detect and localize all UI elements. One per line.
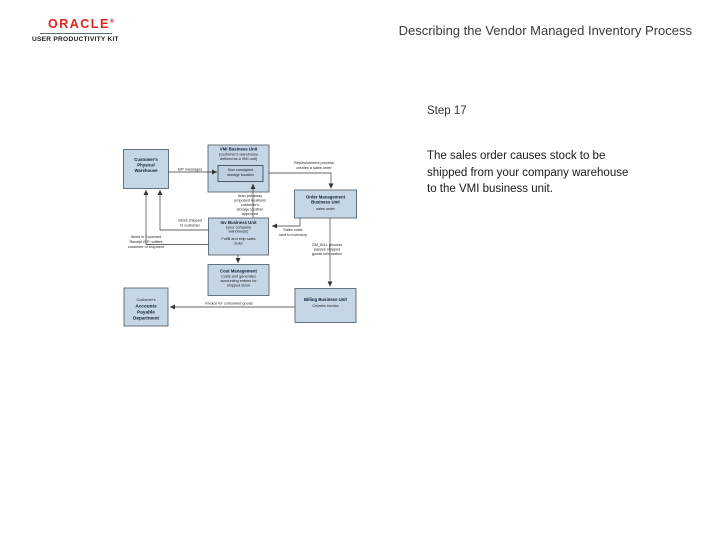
box-label-line: shipped stock (227, 284, 250, 288)
box-label-line: Customer's (134, 157, 158, 162)
box-billing-business-unit (294, 288, 357, 323)
box-label-line: Creates invoice (312, 304, 338, 308)
label-auto-putaway: customer's (241, 203, 259, 207)
label-om-bill: OM_BILL process (312, 243, 342, 247)
label-auto-putaway: Auto put-away (238, 194, 262, 198)
label-auto-putaway: approved (242, 212, 258, 216)
box-accounts-payable (123, 287, 169, 327)
step-text-line: shipped from your company warehouse (427, 166, 629, 179)
box-label-line: sales order (316, 207, 336, 211)
box-cost-management (207, 264, 270, 296)
arrow-sales-order-to-inventory (272, 218, 301, 229)
page-title: Describing the Vendor Managed Inventory … (398, 23, 692, 38)
registered-mark: ® (109, 19, 115, 25)
box-non-consigned-storage (217, 165, 264, 182)
box-label-line: Accounts (135, 304, 157, 309)
label-auto-putaway: storage location (237, 208, 264, 212)
box-title: VMI Business Unit (220, 147, 258, 152)
label-om-bill: goods information (312, 252, 342, 256)
label-replenishment: creates a sales order (296, 166, 332, 170)
logo-divider (40, 33, 112, 35)
label-expected-receipt: Items in Expected (131, 235, 161, 239)
box-label-line: warehouse) (229, 230, 250, 234)
label-expected-receipt: Receipt EIP notifies (129, 240, 162, 244)
box-inv-business-unit (208, 217, 269, 256)
box-label-line: Fulfill and ship sales (221, 237, 255, 241)
label-om-bill: passes shipped (314, 248, 340, 252)
arrow-stock-shipped (157, 190, 209, 231)
oracle-wordmark: ORACLE® (48, 16, 118, 31)
arrow-expected-receipt (143, 190, 209, 245)
step-text-line: to the VMI business unit. (427, 183, 553, 195)
box-order-management (294, 189, 357, 219)
box-label-line: accounting entries for (220, 279, 257, 283)
box-label-line: order (234, 242, 244, 246)
step-text: The sales order causes stock to be shipp… (427, 148, 628, 198)
box-label-line: defined as a VMI unit) (220, 157, 258, 161)
arrow-replenishment (268, 172, 334, 189)
label-stock-shipped: to customer (180, 224, 201, 228)
label-invoice: Invoice for consumed goods (205, 302, 253, 306)
box-title: Cost Management (220, 269, 258, 274)
logo-subtitle: USER PRODUCTIVITY KIT (32, 36, 119, 44)
box-title: Billing Business Unit (304, 297, 348, 302)
box-label-line: Warehouse (134, 168, 158, 173)
box-customer-physical-warehouse (123, 149, 169, 189)
label-replenishment: Replenishment process (294, 161, 334, 165)
box-label-line: Customer's (136, 298, 155, 302)
oracle-logo: ORACLE® USER PRODUCTIVITY KIT (32, 16, 119, 44)
step-label: Step 17 (427, 105, 467, 117)
box-label-line: (your company (226, 226, 251, 230)
label-expected-receipt: customer of shipment (128, 245, 165, 249)
box-label-line: (customer's warehouse (219, 153, 258, 157)
box-title: Inv Business Unit (220, 220, 257, 225)
step-text-line: The sales order causes stock to be (427, 150, 606, 162)
box-label-line: Physical (137, 163, 154, 168)
box-label-line: Department (133, 316, 159, 321)
label-stock-shipped: Stock shipped (178, 219, 202, 223)
box-title: Business Unit (311, 200, 340, 205)
label-auto-putaway: proposed locations (234, 199, 266, 203)
label-sales-order-sent: sent to inventory (279, 233, 307, 237)
box-label-line: Costs and generates (221, 275, 256, 279)
box-title: Order Management (306, 195, 346, 200)
oracle-wordmark-text: ORACLE (48, 17, 110, 32)
label-sales-order-sent: Sales order (283, 228, 303, 232)
label-eip-messages: EIP messages (178, 168, 203, 172)
box-label-line: Non consigned (228, 168, 253, 172)
box-label-line: Payable (137, 310, 155, 315)
box-label-line: storage location (227, 173, 254, 177)
